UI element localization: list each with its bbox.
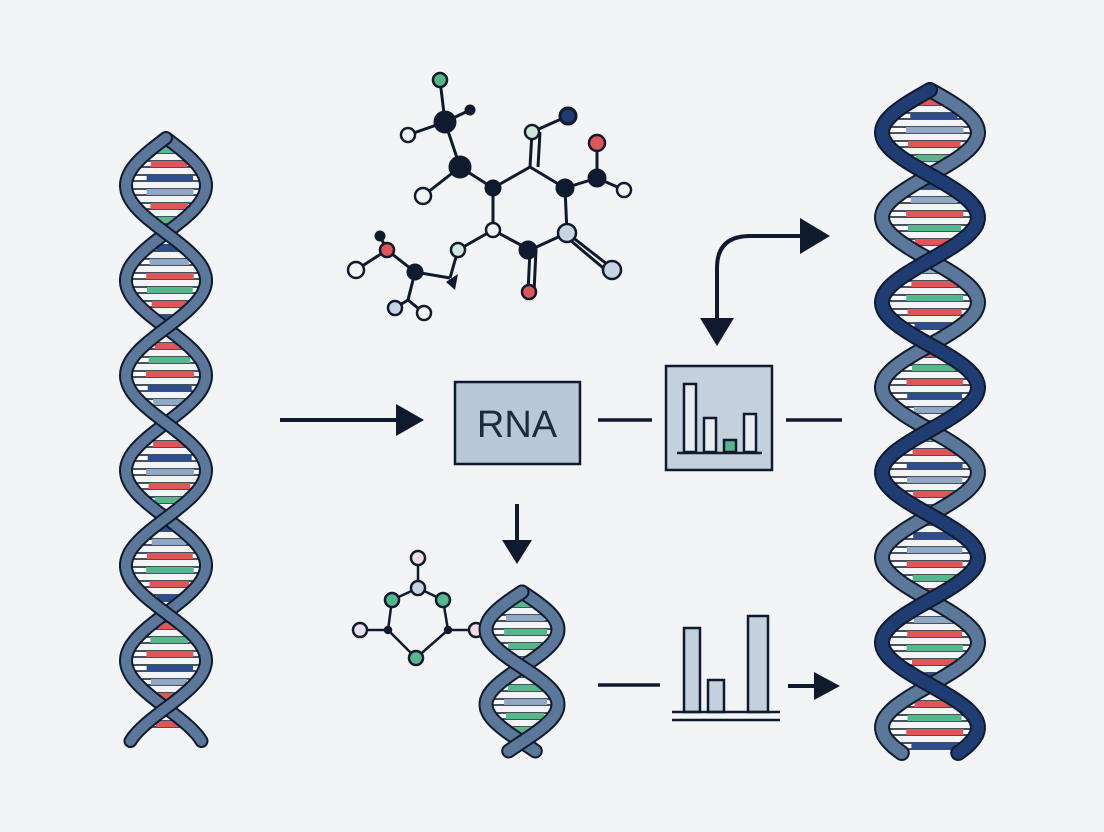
base-pair-color <box>915 155 950 161</box>
base-pair-color <box>913 407 953 413</box>
base-pair-color <box>911 281 957 287</box>
base-pair-color <box>919 99 945 105</box>
base-pair-color <box>150 637 188 643</box>
base-pair-color <box>906 379 963 385</box>
base-pair-color <box>159 525 176 531</box>
base-pair-color <box>508 685 542 691</box>
rna-label: RNA <box>477 404 558 446</box>
base-pair-color <box>147 287 193 293</box>
base-pair-color <box>158 693 177 699</box>
bar-chart-icon <box>672 614 780 722</box>
base-pair-color <box>907 393 962 399</box>
base-pair-color <box>157 623 178 629</box>
base-pair-color <box>150 679 188 685</box>
base-pair-color <box>911 743 957 749</box>
base-pair-color <box>146 175 194 181</box>
base-pair-color <box>146 273 194 279</box>
base-pair-color <box>910 197 957 203</box>
base-pair-color <box>908 141 961 147</box>
base-pair-color <box>912 449 955 455</box>
base-pair-color <box>147 553 193 559</box>
base-pair-color <box>146 371 194 377</box>
arrow-down-from-rna <box>502 504 532 564</box>
base-pair-color <box>914 701 952 707</box>
base-pair-color <box>147 385 192 391</box>
base-pair-color <box>154 343 182 349</box>
base-pair-color <box>150 203 188 209</box>
curved-feedback-arrow <box>700 218 830 346</box>
base-pair-color <box>151 301 186 307</box>
base-pair-color <box>906 547 963 553</box>
base-pair-color <box>906 645 963 651</box>
rna-box: RNA <box>453 380 582 466</box>
base-pair-color <box>912 365 956 371</box>
base-pair-color <box>146 665 194 671</box>
base-pair-color <box>913 533 954 539</box>
base-pair-color <box>906 729 964 735</box>
base-pair-color <box>504 629 548 635</box>
base-pair-color <box>147 455 192 461</box>
base-pair-color <box>146 469 194 475</box>
base-pair-color <box>513 727 535 733</box>
base-pair-color <box>912 575 955 581</box>
base-pair-color <box>508 643 542 649</box>
base-pair-color <box>148 483 191 489</box>
base-pair-color <box>513 601 535 607</box>
base-pair-color <box>920 183 944 189</box>
base-pair-color <box>153 399 184 405</box>
base-pair-color <box>914 323 952 329</box>
base-pair-color <box>907 631 962 637</box>
dna-strand <box>875 84 985 759</box>
bar-chart-box <box>664 364 774 472</box>
base-pair-color <box>154 497 182 503</box>
base-pair-color <box>156 595 180 601</box>
base-pair-color <box>158 147 177 153</box>
base-pair-color <box>906 211 964 217</box>
base-pair-color <box>504 699 548 705</box>
base-pair-color <box>906 295 964 301</box>
dna-strand <box>120 133 212 746</box>
base-pair-color <box>146 189 194 195</box>
base-pair-color <box>148 357 191 363</box>
dna-strand <box>480 586 564 757</box>
base-pair-color <box>907 715 962 721</box>
right-dna-helix <box>873 82 987 761</box>
base-pair-color <box>913 617 953 623</box>
base-pair-color <box>906 561 963 567</box>
left-dna-helix <box>118 131 214 748</box>
dna-strand <box>120 133 212 746</box>
base-pair-color <box>907 225 962 231</box>
base-pair-color <box>146 651 194 657</box>
base-pair-color <box>906 477 963 483</box>
base-pair-color <box>156 245 180 251</box>
molecule-structure-icon <box>346 71 633 322</box>
base-pair-color <box>907 309 962 315</box>
ring-molecule-icon <box>351 549 485 667</box>
base-pair-color <box>150 161 188 167</box>
base-pair-color <box>506 615 545 621</box>
base-pair-color <box>912 659 956 665</box>
base-pair-color <box>506 713 545 719</box>
base-pair-color <box>910 113 958 119</box>
base-pair-color <box>906 127 964 133</box>
base-pair-color <box>906 463 963 469</box>
base-pair-color <box>155 721 181 727</box>
base-pair-color <box>153 441 184 447</box>
base-pair-color <box>151 539 186 545</box>
base-pair-color <box>149 581 189 587</box>
base-pair-color <box>913 491 954 497</box>
arrow-to-rna <box>280 404 424 436</box>
bar-chart-icon <box>677 382 762 455</box>
base-pair-color <box>159 315 176 321</box>
base-pair-color <box>915 239 951 245</box>
arrow-to-right-helix <box>788 672 840 700</box>
base-pair-color <box>149 259 189 265</box>
base-pair-color <box>157 217 178 223</box>
dna-fragment-icon <box>478 584 566 759</box>
base-pair-color <box>146 567 194 573</box>
dna-strand <box>875 84 985 759</box>
